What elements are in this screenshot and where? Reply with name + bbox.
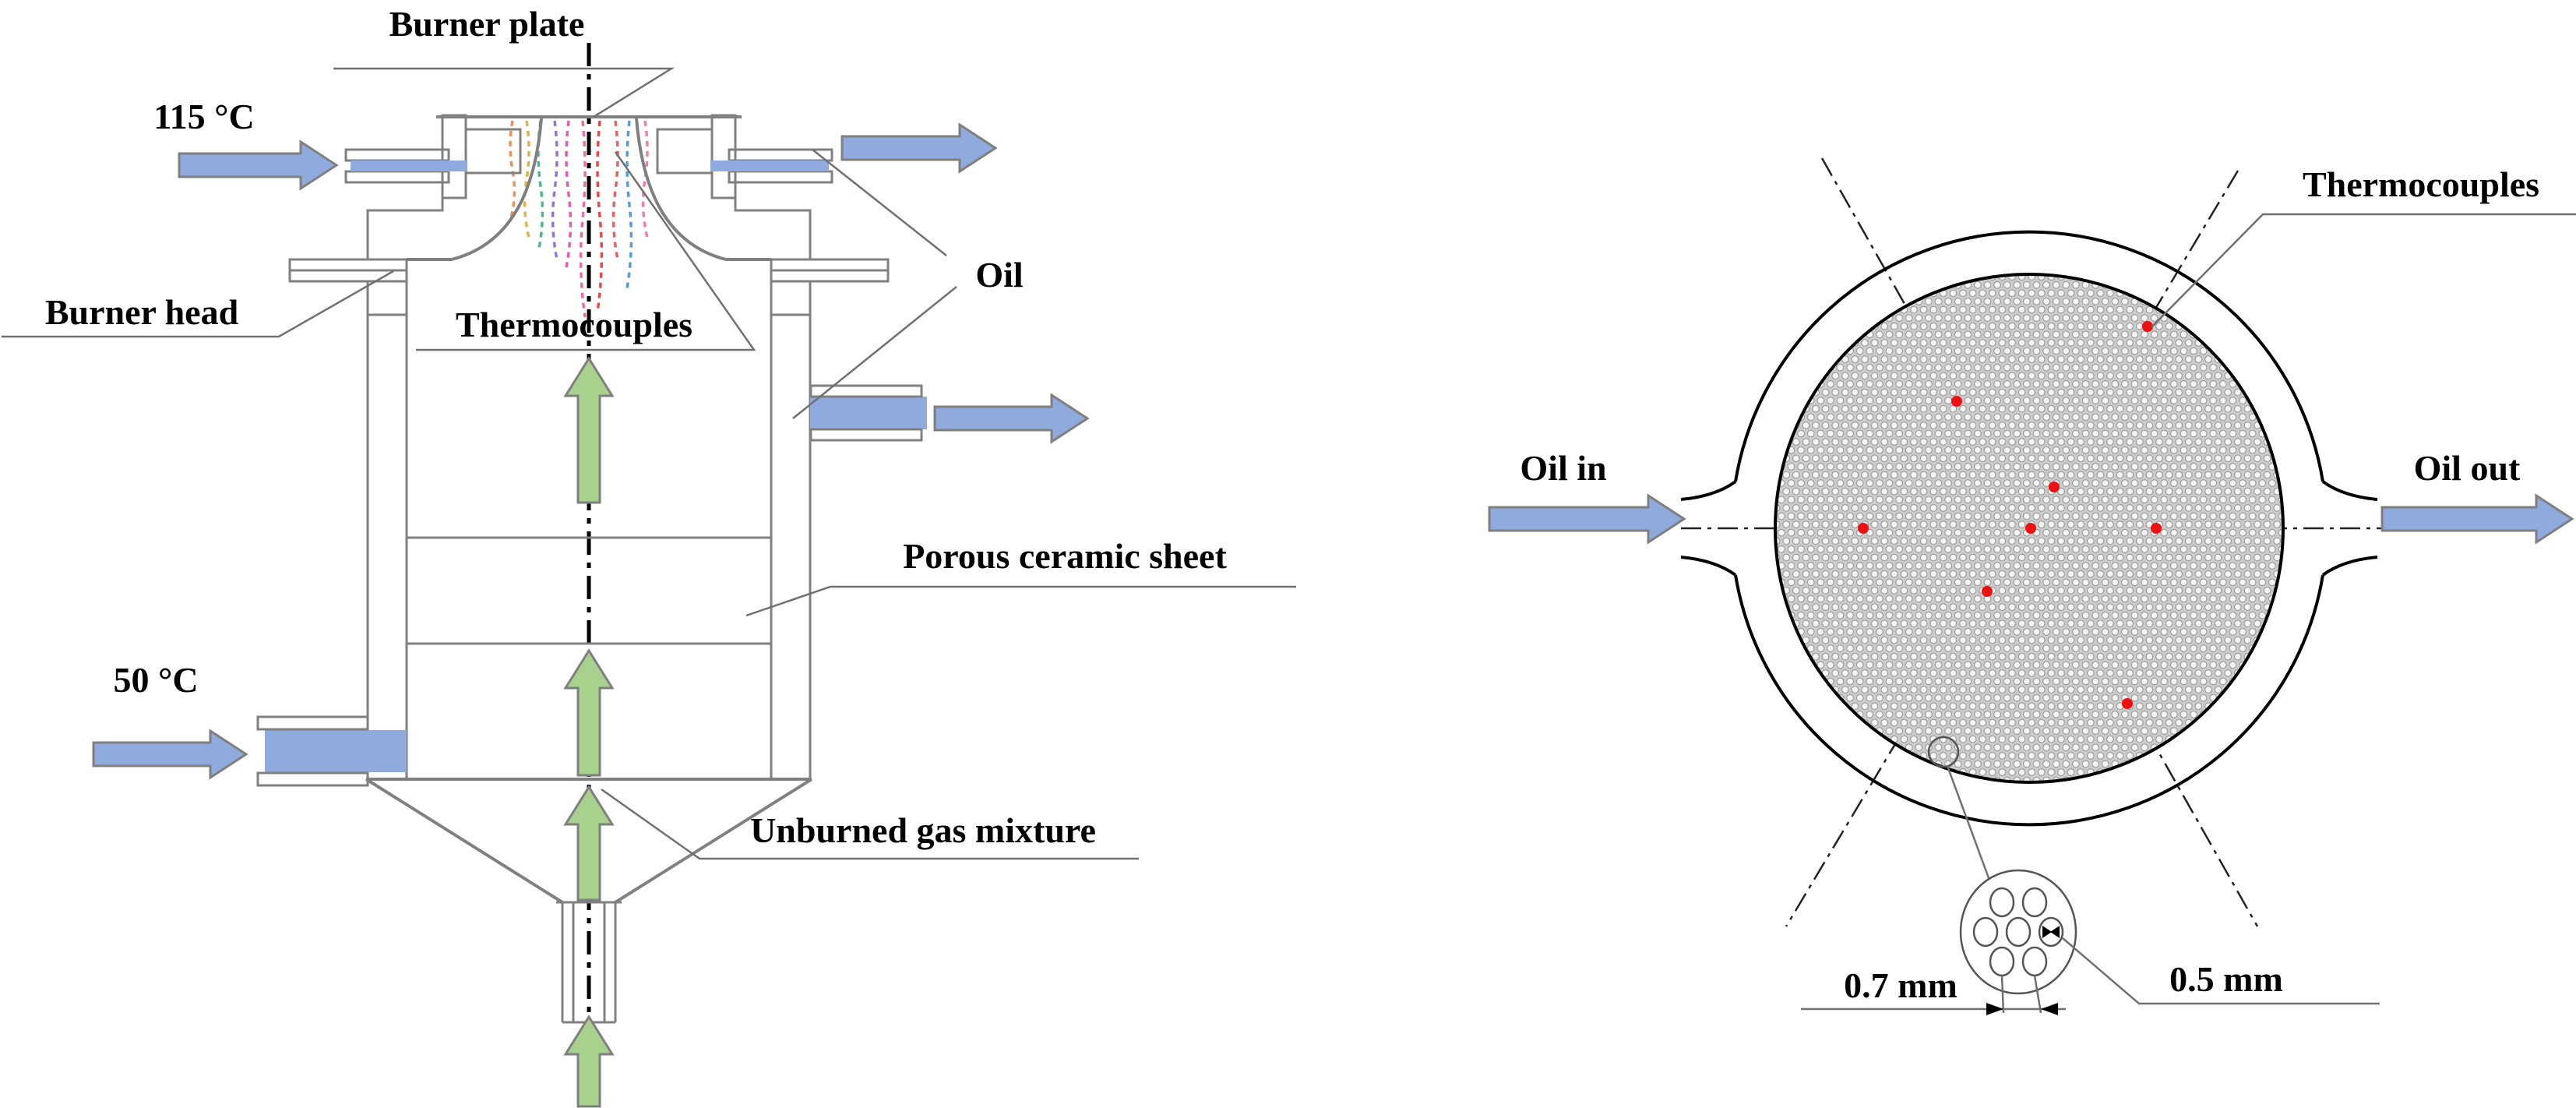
- housing-arc-top: [1734, 230, 2324, 482]
- thermocouple-dot: [1982, 586, 1993, 597]
- label-oil-out: Oil out: [2414, 448, 2521, 488]
- oil-pipe-wall: [809, 384, 923, 398]
- burner-cross-section: Burner plate 115 °C Burner head Thermoco…: [2, 4, 1296, 1108]
- dim-arrow-icon: [2041, 1003, 2058, 1015]
- housing-ring: [1680, 230, 2378, 827]
- thermocouple-dot: [2049, 482, 2060, 492]
- gas-flow-arrows: [563, 356, 615, 1108]
- oil-channel: [265, 730, 407, 772]
- step-profile-right: [734, 198, 812, 259]
- label-hole-diameter: 0.5 mm: [2169, 959, 2283, 999]
- flame-streamline: [579, 120, 587, 318]
- gas-arrow-up-icon: [563, 785, 615, 902]
- oil-pipe-wall: [728, 148, 833, 162]
- oil-channel: [351, 161, 467, 171]
- burner-head-bell-right: [635, 118, 727, 261]
- hole-detail-view: [1959, 869, 2077, 995]
- dim-arrow-icon: [1986, 1003, 2003, 1015]
- label-inlet-temp: 115 °C: [153, 97, 255, 136]
- leader-thermocouples-left: [416, 151, 756, 351]
- leader-burner-head: [2, 270, 394, 338]
- flame-streamline: [611, 120, 619, 260]
- top-flange-left: [441, 114, 467, 199]
- label-oil: Oil: [975, 255, 1023, 295]
- leader-thermocouples-right: [2151, 213, 2576, 328]
- thermocouple-dot: [2151, 523, 2162, 534]
- step-profile-left: [366, 198, 444, 259]
- throat-right-upper: [2321, 480, 2378, 501]
- oil-plenum-left: [464, 128, 522, 175]
- oil-arrow-in-top-icon: [178, 139, 339, 191]
- oil-jacket-wall-left: [366, 280, 408, 781]
- dimension-pitch: 0.7 mm: [1801, 965, 2066, 1015]
- oil-arrow-out-mid-icon: [933, 393, 1090, 444]
- thermocouple-dots: [1858, 321, 2162, 709]
- oil-arrow-out-top-icon: [840, 122, 998, 174]
- leader-unburned-gas: [601, 788, 1139, 860]
- thermocouple-dot: [1858, 523, 1869, 534]
- thermocouple-dot: [2142, 321, 2153, 332]
- flame-streamline: [537, 120, 544, 252]
- detail-leader: [1946, 765, 1993, 885]
- throat-left-lower: [1680, 556, 1737, 577]
- throat-right-lower: [2321, 556, 2378, 577]
- leader-burner-plate: [333, 67, 675, 118]
- oil-channel: [810, 397, 927, 429]
- label-burner-plate: Burner plate: [389, 4, 585, 44]
- gas-arrow-up-icon: [563, 648, 615, 777]
- oil-channel: [710, 161, 829, 171]
- oil-pipe-wall: [728, 170, 833, 184]
- housing-arc-bottom: [1734, 574, 2324, 827]
- throat-left-upper: [1680, 480, 1737, 501]
- oil-pipe-wall: [344, 170, 450, 184]
- leader-porous-sheet: [745, 585, 1296, 617]
- gas-arrow-up-icon: [563, 1014, 615, 1108]
- oil-plenum-right: [656, 128, 714, 175]
- oil-flow-arrows-top-view: [1488, 493, 2574, 545]
- steel-spacer-left: [366, 280, 408, 316]
- thermocouple-wire-lines: [509, 120, 649, 318]
- oil-arrow-in-mid-icon: [92, 729, 248, 780]
- oil-flow-arrows: [92, 122, 1090, 780]
- label-coolant-temp: 50 °C: [113, 660, 198, 700]
- porous-ceramic-sheet: [405, 536, 773, 645]
- dimension-hole-diameter: 0.5 mm: [2062, 937, 2380, 1005]
- label-thermocouples-left: Thermocouples: [456, 305, 692, 344]
- flame-streamline: [551, 120, 559, 260]
- detail-holes: [1972, 887, 2064, 977]
- detail-source-circle: [1927, 736, 1960, 768]
- top-flange-right: [710, 114, 737, 199]
- oil-jacket-wall-right: [770, 280, 812, 781]
- oil-pipe-wall: [256, 771, 369, 787]
- thermocouple-dot: [2025, 523, 2036, 534]
- cone-wall-right: [614, 778, 813, 904]
- steel-spacer-right: [770, 280, 812, 316]
- leader-oil-lower: [792, 286, 957, 419]
- oil-pipe-wall: [344, 148, 450, 162]
- flame-streamline: [523, 120, 530, 238]
- gas-arrow-up-icon: [563, 356, 615, 504]
- label-porous-sheet: Porous ceramic sheet: [903, 536, 1227, 576]
- oil-out-arrow-icon: [2380, 493, 2574, 545]
- label-thermocouples-right: Thermocouples: [2303, 164, 2539, 204]
- cone-wall-left: [365, 778, 564, 904]
- burner-head-bell-left: [451, 118, 543, 261]
- oil-pipe-wall: [809, 428, 923, 442]
- burner-plate-top-view: 0.7 mm 0.5 mm Thermocouples Oil in Oil o…: [1488, 157, 2576, 1015]
- label-unburned-gas: Unburned gas mixture: [750, 810, 1096, 850]
- oil-pipe-wall: [256, 715, 369, 731]
- oil-in-arrow-icon: [1488, 493, 1686, 545]
- leader-oil-upper: [812, 149, 947, 256]
- label-oil-in: Oil in: [1520, 448, 1606, 488]
- thermocouple-dot: [1951, 396, 1962, 407]
- flame-streamline: [509, 120, 516, 221]
- flame-streamline: [625, 120, 633, 289]
- hole-diameter-marker-icon: [2042, 926, 2060, 938]
- flame-streamline: [565, 120, 573, 268]
- label-hole-pitch: 0.7 mm: [1844, 965, 1958, 1005]
- thermocouple-dot: [2122, 698, 2133, 709]
- flame-streamline: [596, 120, 604, 312]
- label-burner-head: Burner head: [45, 292, 239, 332]
